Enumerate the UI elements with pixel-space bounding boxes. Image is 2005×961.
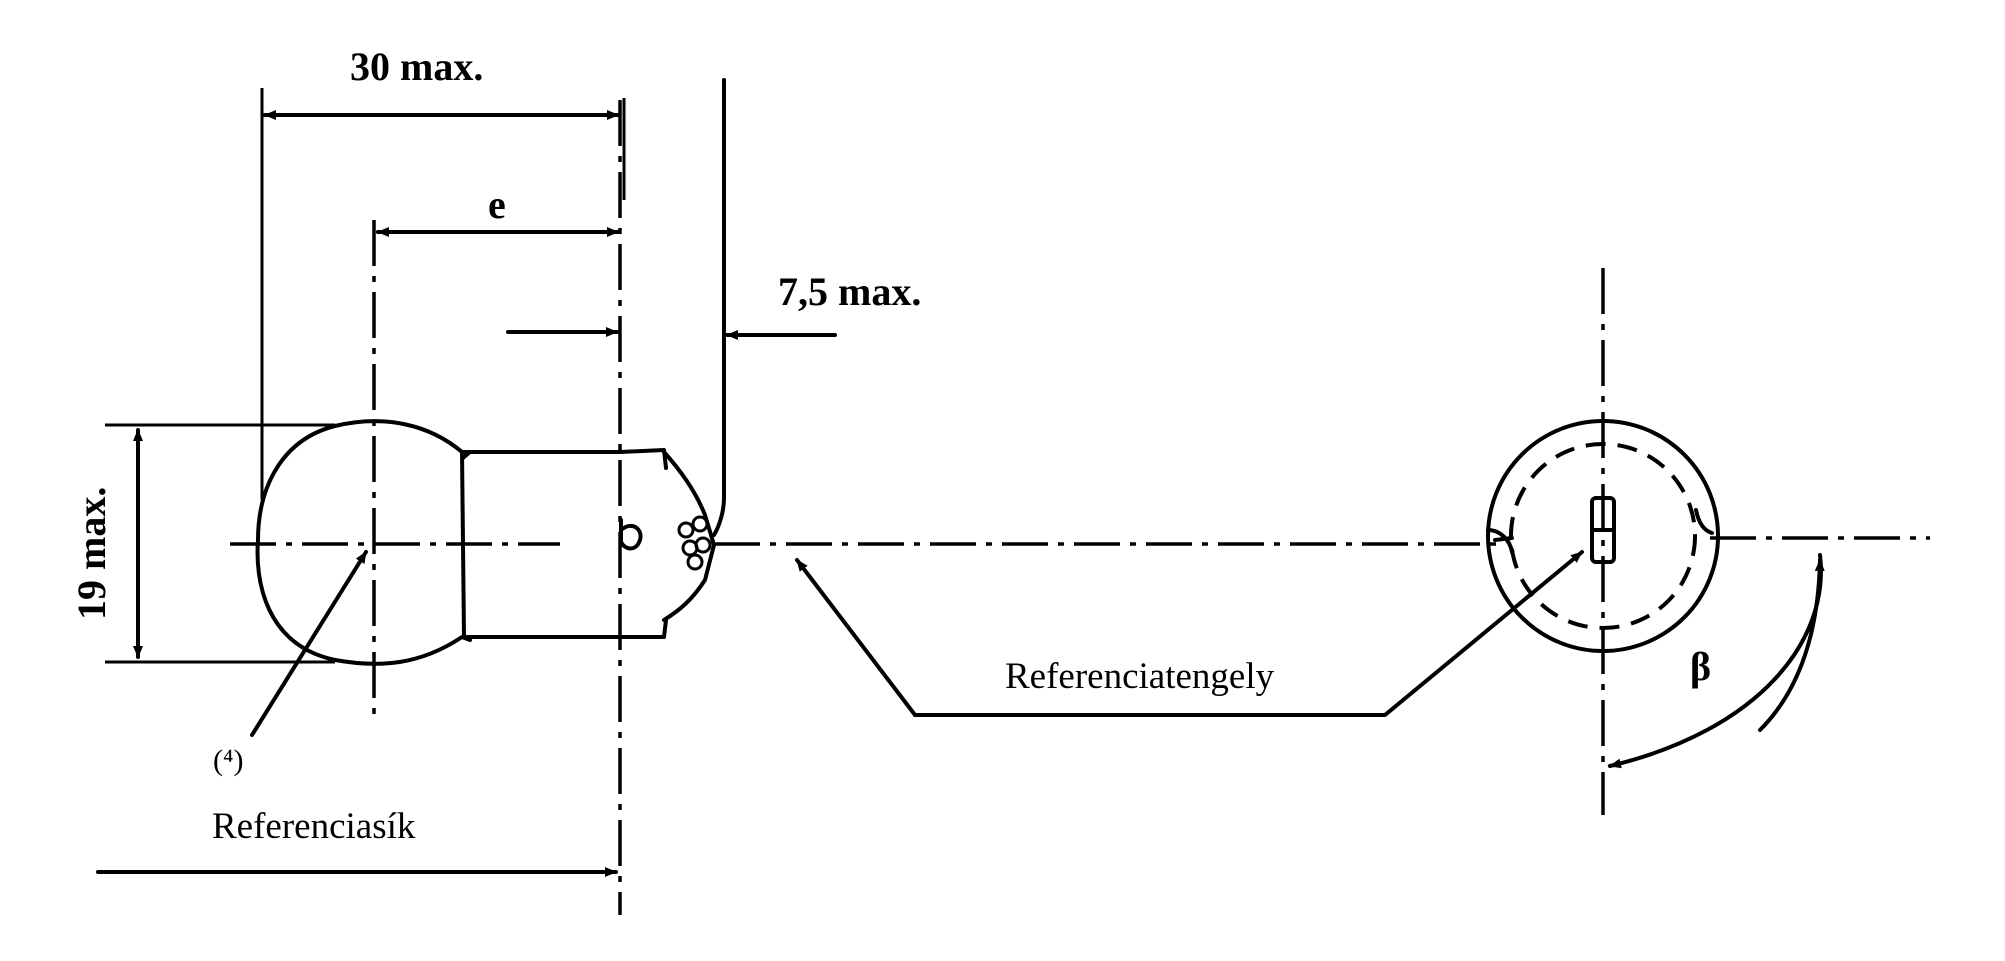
reference-plane-dimension: Referenciasík (96, 806, 618, 877)
bayonet-pin (619, 518, 643, 551)
angle-label: β (1690, 644, 1711, 689)
bayonet-pin-right (1694, 508, 1714, 535)
contact-end (662, 450, 716, 622)
end-view-outer-circle (1486, 419, 1720, 653)
dimension-cap-offset: 7,5 max. (506, 78, 921, 537)
light-centre-length-label: e (488, 182, 506, 227)
reference-axis-label: Referenciatengely (1005, 656, 1275, 697)
dimension-bulb-diameter: 19 max. (69, 423, 335, 664)
cap-outline (460, 448, 668, 639)
reference-plane-label: Referenciasík (212, 806, 416, 847)
cap-offset-label: 7,5 max. (778, 269, 921, 314)
bulb-outline (255, 419, 472, 662)
note-marker: (⁴) (213, 744, 243, 777)
overall-length-label: 30 max. (350, 44, 483, 89)
bulb-diameter-label: 19 max. (69, 487, 114, 620)
reference-axis-leader: Referenciatengely (795, 550, 1584, 717)
centre-lines (230, 100, 1930, 915)
dimension-light-centre-length: e (376, 182, 620, 237)
angle-arc (1608, 553, 1823, 769)
end-view-inner-circle (1509, 442, 1697, 630)
dimension-overall-length: 30 max. (260, 44, 626, 500)
lamp-end-view: β (1486, 419, 1825, 769)
note-leader: (⁴) (213, 550, 368, 777)
bayonet-pin-left (1486, 528, 1514, 554)
